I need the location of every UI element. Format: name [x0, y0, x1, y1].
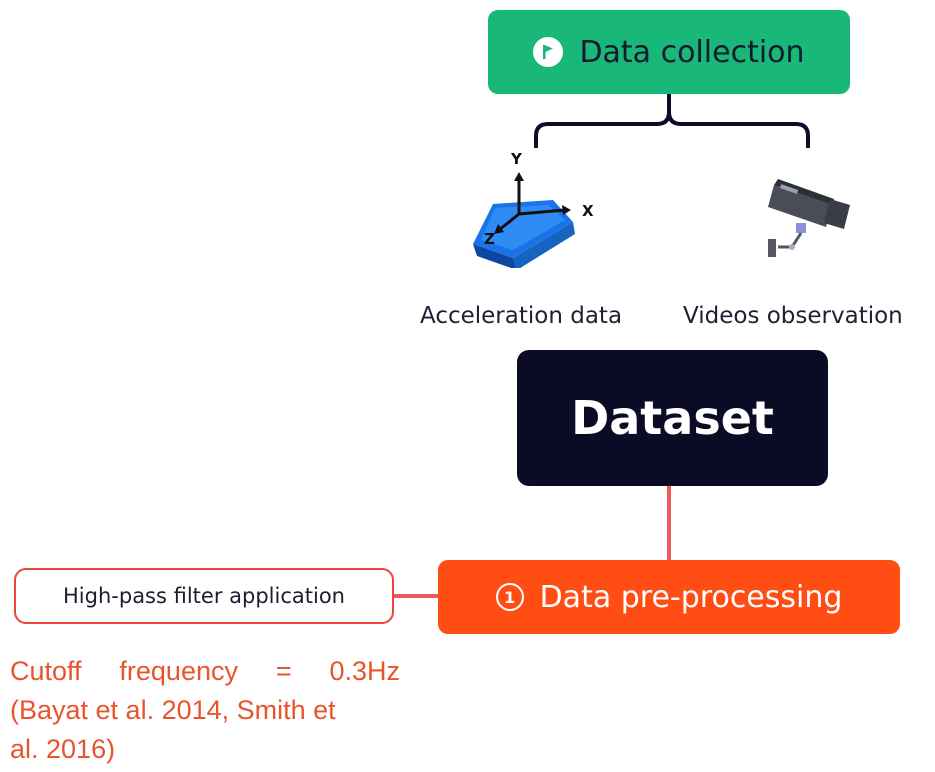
accelerometer-axes-icon: [473, 172, 575, 268]
video-camera-icon: [768, 179, 850, 257]
high-pass-filter-node[interactable]: High-pass filter application: [14, 568, 394, 624]
note-line-1: Cutoff frequency = 0.3Hz: [10, 652, 400, 691]
axis-z-label: Z: [484, 230, 495, 248]
videos-observation-label: Videos observation: [683, 303, 903, 329]
note-word: =: [275, 656, 292, 686]
dataset-node[interactable]: Dataset: [517, 350, 828, 486]
data-collection-node[interactable]: Data collection: [488, 10, 850, 94]
note-word: 0.3Hz: [329, 656, 400, 686]
dataset-label: Dataset: [571, 391, 774, 445]
note-line-2: (Bayat et al. 2014, Smith et: [10, 695, 336, 725]
axis-x-label: X: [582, 202, 594, 220]
collection-bracket: [534, 94, 810, 148]
data-preprocessing-node[interactable]: 1 Data pre-processing: [438, 560, 900, 634]
axis-y-label: Y: [511, 150, 522, 168]
data-preprocessing-label: Data pre-processing: [539, 579, 843, 615]
note-word: Cutoff: [10, 656, 82, 686]
acceleration-data-label: Acceleration data: [420, 303, 623, 329]
note-word: frequency: [119, 656, 238, 686]
high-pass-filter-label: High-pass filter application: [63, 584, 345, 608]
number-one-icon: 1: [495, 583, 524, 611]
note-line-3: al. 2016): [10, 734, 116, 764]
cutoff-note: Cutoff frequency = 0.3Hz (Bayat et al. 2…: [10, 652, 400, 769]
flag-icon: [533, 37, 564, 67]
data-collection-label: Data collection: [579, 34, 805, 70]
